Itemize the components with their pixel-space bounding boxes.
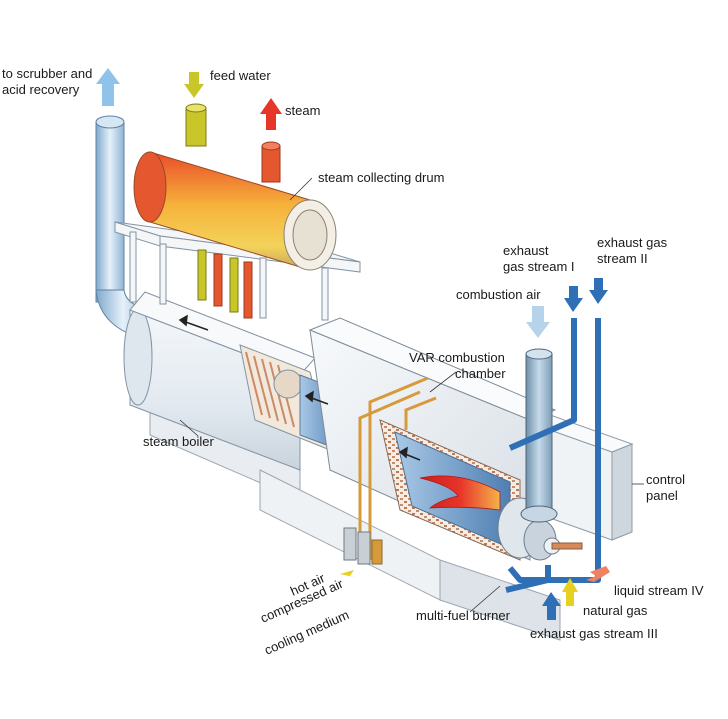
- control-panel-label-line1: control: [646, 472, 686, 487]
- var-chamber-label-line2: chamber: [455, 366, 506, 381]
- liquid-stream-arrow: [586, 566, 610, 582]
- liquid-stream-4-label: liquid stream IV: [614, 583, 704, 598]
- service-pipes: [358, 376, 437, 562]
- steam-label: steam: [285, 103, 321, 118]
- exhaust-gas-pipes: [505, 318, 601, 593]
- exhaust-gas-stream-1-label-line1: exhaust: [503, 243, 549, 258]
- combustion-air-arrow: [526, 306, 550, 338]
- exhaust-stream-1-arrow: [564, 286, 583, 312]
- exhaust-gas-stream-2-label-line1: exhaust gas: [597, 235, 668, 250]
- exhaust-gas-stream-2-label-line2: stream II: [597, 251, 648, 266]
- to-scrubber-arrow: [96, 68, 120, 106]
- var-chamber-label-line1: VAR combustion: [409, 350, 505, 365]
- feed-water-arrow: [184, 72, 204, 98]
- internal-flow-arrows: [178, 314, 421, 461]
- exhaust-gas-stream-3-label: exhaust gas stream III: [530, 626, 658, 641]
- steam-arrow: [260, 98, 282, 130]
- steam-collecting-drum-label: steam collecting drum: [318, 170, 445, 185]
- valve-manifold: [343, 527, 383, 565]
- var-combustion-chamber: [308, 317, 583, 561]
- exhaust-gas-stream-1-label-line2: gas stream I: [503, 259, 575, 274]
- leader-lines: [179, 177, 644, 613]
- natural-gas-arrow: [562, 578, 578, 606]
- multi-fuel-burner-label: multi-fuel burner: [416, 608, 510, 623]
- steam-boiler-label: steam boiler: [143, 434, 214, 449]
- steam-drum: [133, 103, 337, 319]
- hot-air-arrow: [340, 570, 358, 578]
- to-scrubber-label-line1: to scrubber and: [2, 66, 93, 81]
- exhaust-stream-3-arrow: [542, 592, 561, 620]
- natural-gas-label: natural gas: [583, 603, 648, 618]
- combustion-air-label: combustion air: [456, 287, 541, 302]
- exhaust-stream-2-arrow: [589, 278, 608, 304]
- to-scrubber-label-line2: acid recovery: [2, 82, 80, 97]
- control-panel-label-line2: panel: [646, 488, 678, 503]
- feed-water-label: feed water: [210, 68, 271, 83]
